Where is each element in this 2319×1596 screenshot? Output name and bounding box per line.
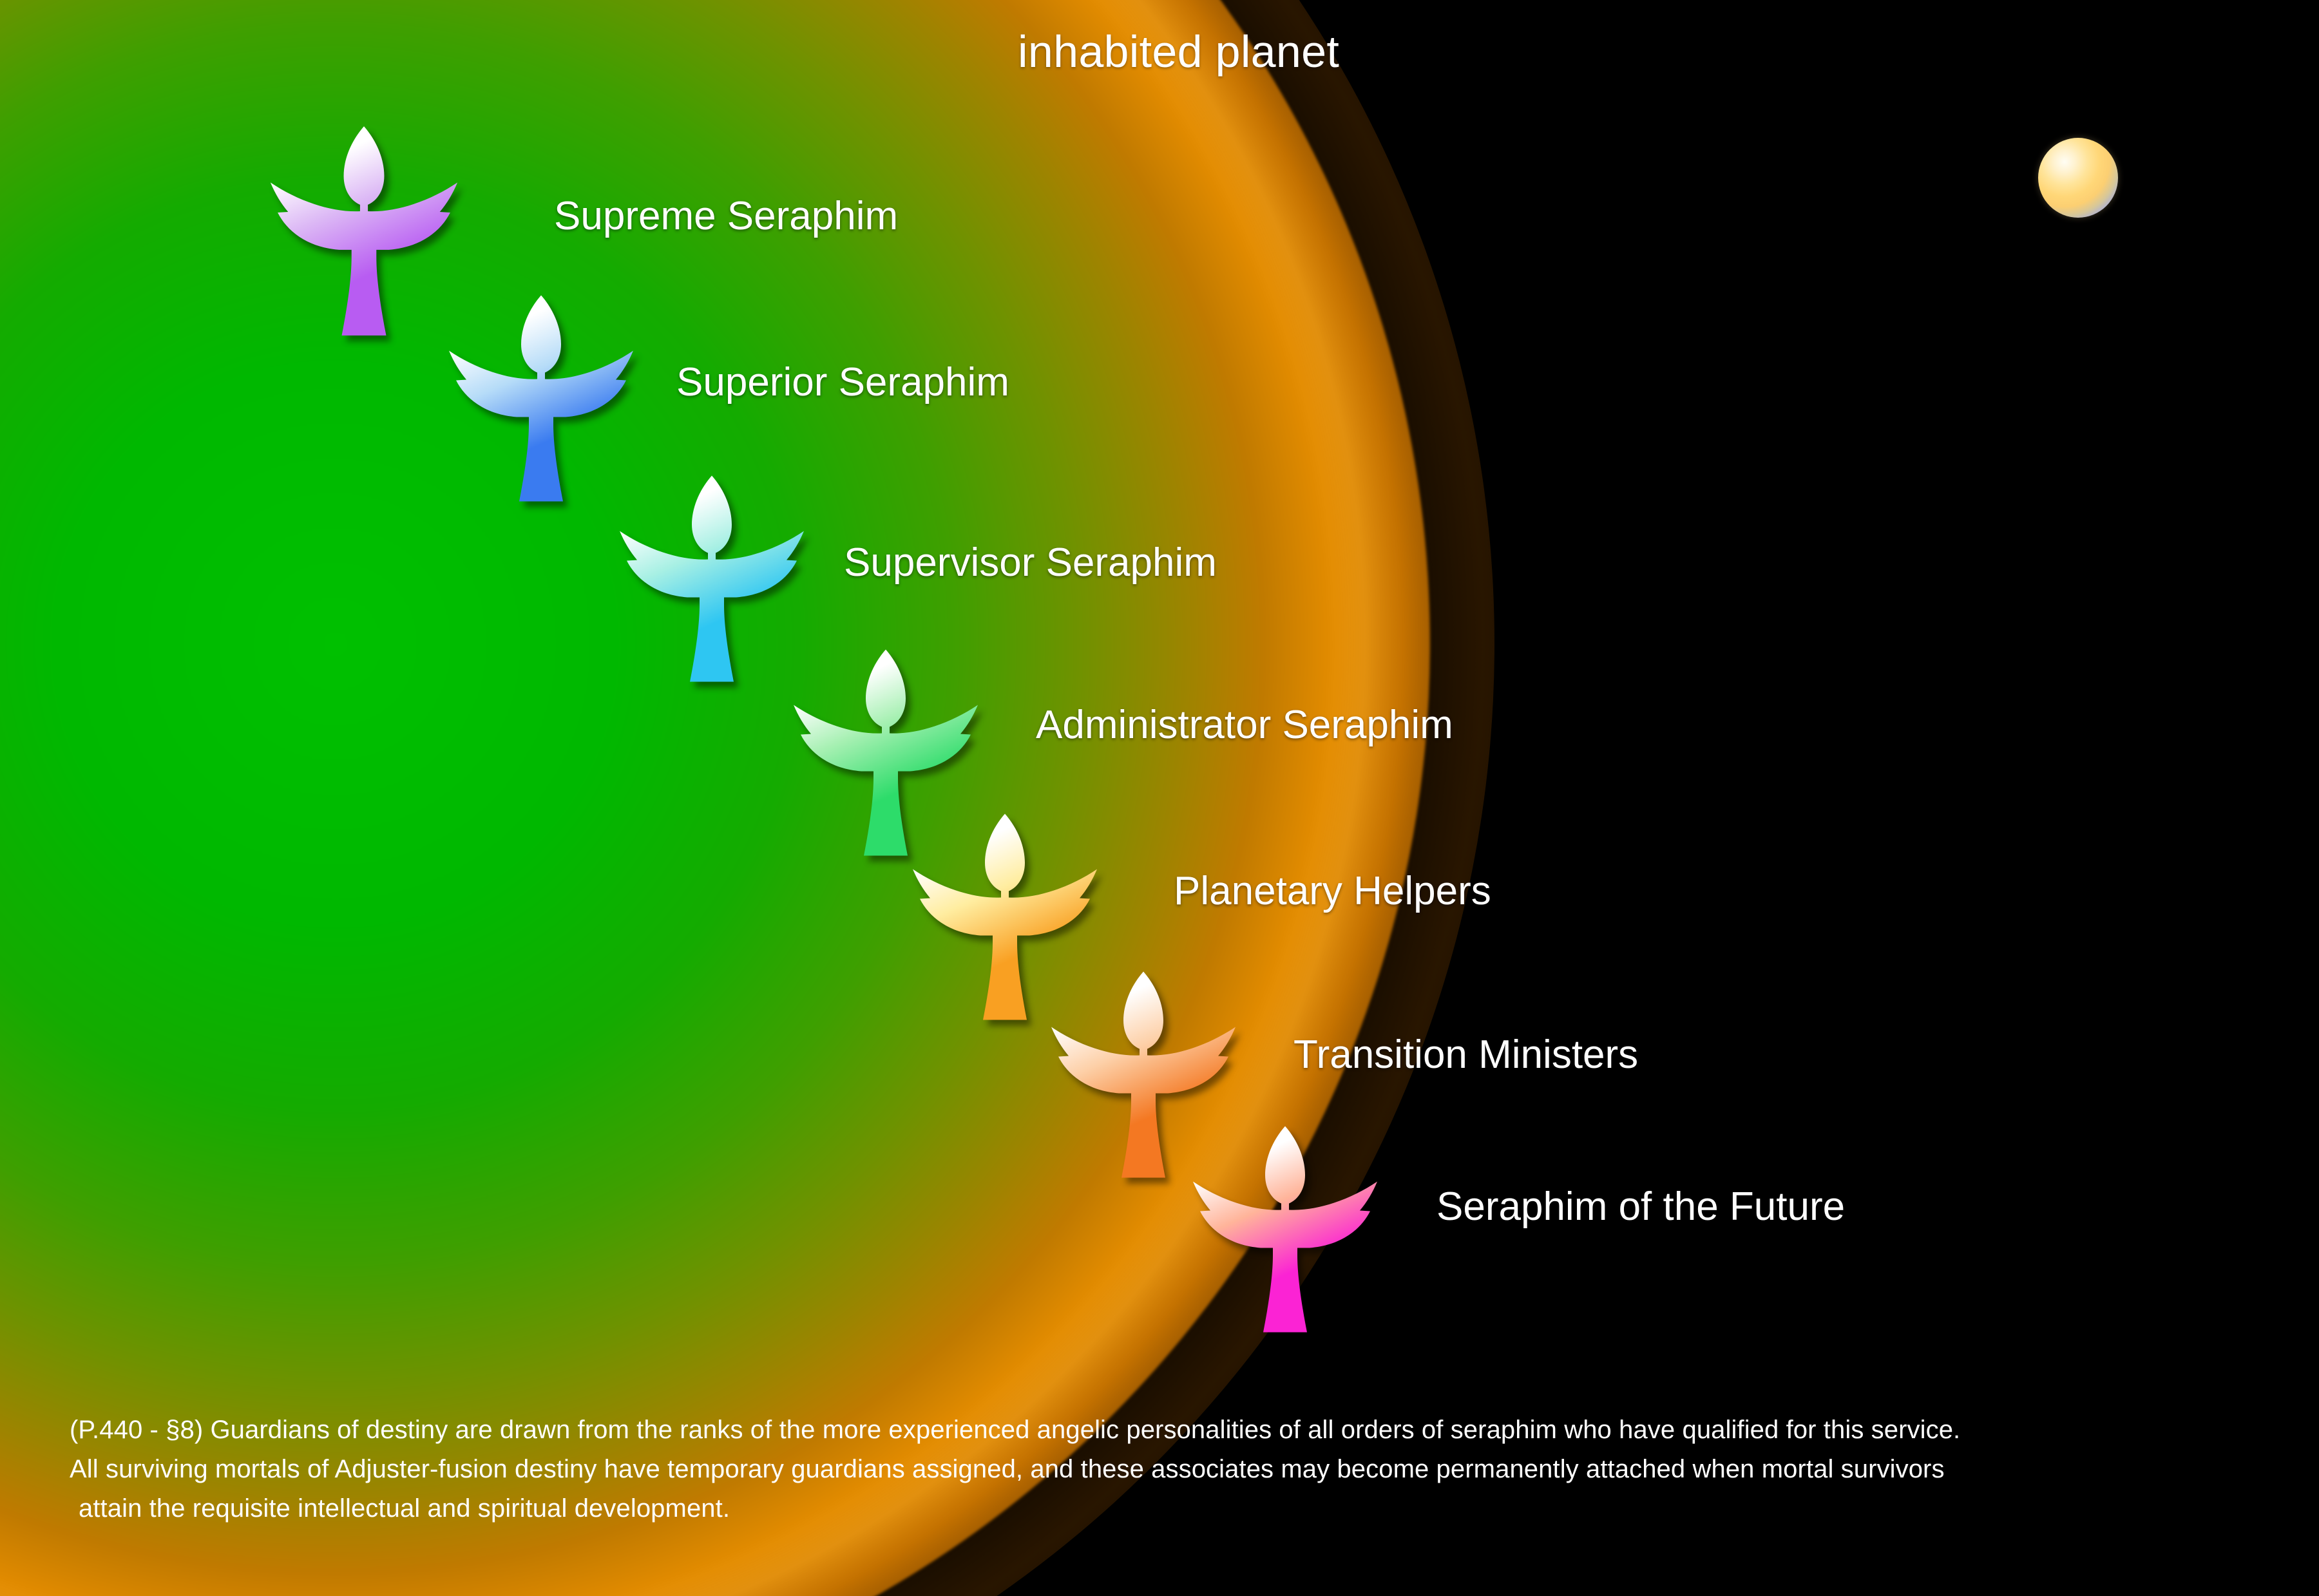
angel-silhouette: [1051, 971, 1236, 1178]
seraphim-order-label: Seraphim of the Future: [1436, 1184, 1846, 1229]
caption-block: (P.440 - §8) Guardians of destiny are dr…: [70, 1411, 2273, 1528]
angel-silhouette: [620, 475, 804, 682]
angel-icon[interactable]: [1188, 1121, 1382, 1340]
caption-line-1: (P.440 - §8) Guardians of destiny are dr…: [70, 1416, 1961, 1444]
angel-silhouette: [913, 813, 1097, 1020]
seraphim-order-label: Supervisor Seraphim: [844, 540, 1217, 585]
angel-icon[interactable]: [908, 808, 1102, 1027]
angel-icon[interactable]: [264, 122, 464, 341]
angel-silhouette: [1193, 1126, 1377, 1333]
angel-icon[interactable]: [1047, 966, 1240, 1185]
angel-silhouette: [794, 649, 978, 856]
seraphim-order-label: Administrator Seraphim: [1036, 703, 1453, 747]
angel-silhouette: [449, 295, 633, 502]
caption-line-3: attain the requisite intellectual and sp…: [79, 1494, 730, 1523]
seraphim-order-label: Superior Seraphim: [676, 360, 1009, 404]
angel-icon[interactable]: [615, 470, 808, 689]
angel-silhouette: [270, 126, 458, 336]
angel-icon[interactable]: [444, 290, 638, 509]
satellite-moon-icon: [2038, 138, 2118, 218]
seraphim-order-label: Transition Ministers: [1293, 1032, 1639, 1077]
angel-icon[interactable]: [789, 644, 982, 863]
seraphim-order-label: Supreme Seraphim: [554, 194, 899, 238]
page-title: inhabited planet: [1018, 26, 1340, 77]
seraphim-order-label: Planetary Helpers: [1174, 869, 1491, 913]
caption-line-2: All surviving mortals of Adjuster-fusion…: [70, 1454, 1945, 1483]
